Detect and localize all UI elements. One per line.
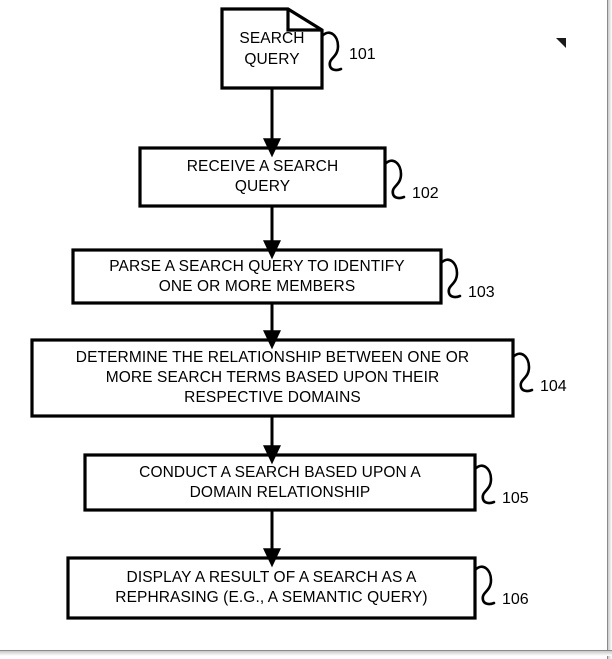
corner-artifact-mark bbox=[556, 38, 566, 48]
node-106-box bbox=[66, 556, 477, 620]
node-103-box bbox=[71, 248, 443, 305]
ref-numeral-103: 103 bbox=[468, 284, 495, 301]
leader-squiggle-103 bbox=[439, 258, 462, 299]
ref-numeral-102: 102 bbox=[412, 185, 439, 202]
leader-squiggle-105 bbox=[473, 464, 496, 505]
ref-numeral-105: 105 bbox=[502, 490, 529, 507]
page-frame-right-shadow bbox=[608, 0, 612, 659]
node-106-label: DISPLAY A RESULT OF A SEARCH AS A REPHRA… bbox=[115, 569, 428, 606]
leader-squiggle-106 bbox=[473, 565, 496, 606]
leader-squiggle-101 bbox=[320, 31, 343, 72]
node-103-label: PARSE A SEARCH QUERY TO IDENTIFY ONE OR … bbox=[109, 257, 405, 295]
node-101-label: SEARCH QUERY bbox=[239, 29, 305, 68]
node-104-label: DETERMINE THE RELATIONSHIP BETWEEN ONE O… bbox=[75, 349, 470, 406]
ref-numeral-106: 106 bbox=[502, 591, 529, 608]
node-105-label: CONDUCT A SEARCH BASED UPON A DOMAIN REL… bbox=[139, 463, 421, 501]
page-frame-right-rule bbox=[607, 0, 608, 659]
page-frame-bottom-shadow bbox=[0, 651, 612, 656]
node-104-box bbox=[30, 338, 515, 418]
ref-numeral-104: 104 bbox=[540, 378, 567, 395]
node-102-label: RECEIVE A SEARCH QUERY bbox=[186, 158, 339, 195]
node-101-document-shape bbox=[220, 7, 324, 90]
ref-numeral-101: 101 bbox=[349, 46, 376, 63]
page-frame-bottom-rule bbox=[0, 650, 612, 651]
leader-squiggle-104 bbox=[511, 352, 534, 393]
leader-squiggle-102 bbox=[383, 159, 406, 200]
node-102-box bbox=[138, 146, 387, 208]
